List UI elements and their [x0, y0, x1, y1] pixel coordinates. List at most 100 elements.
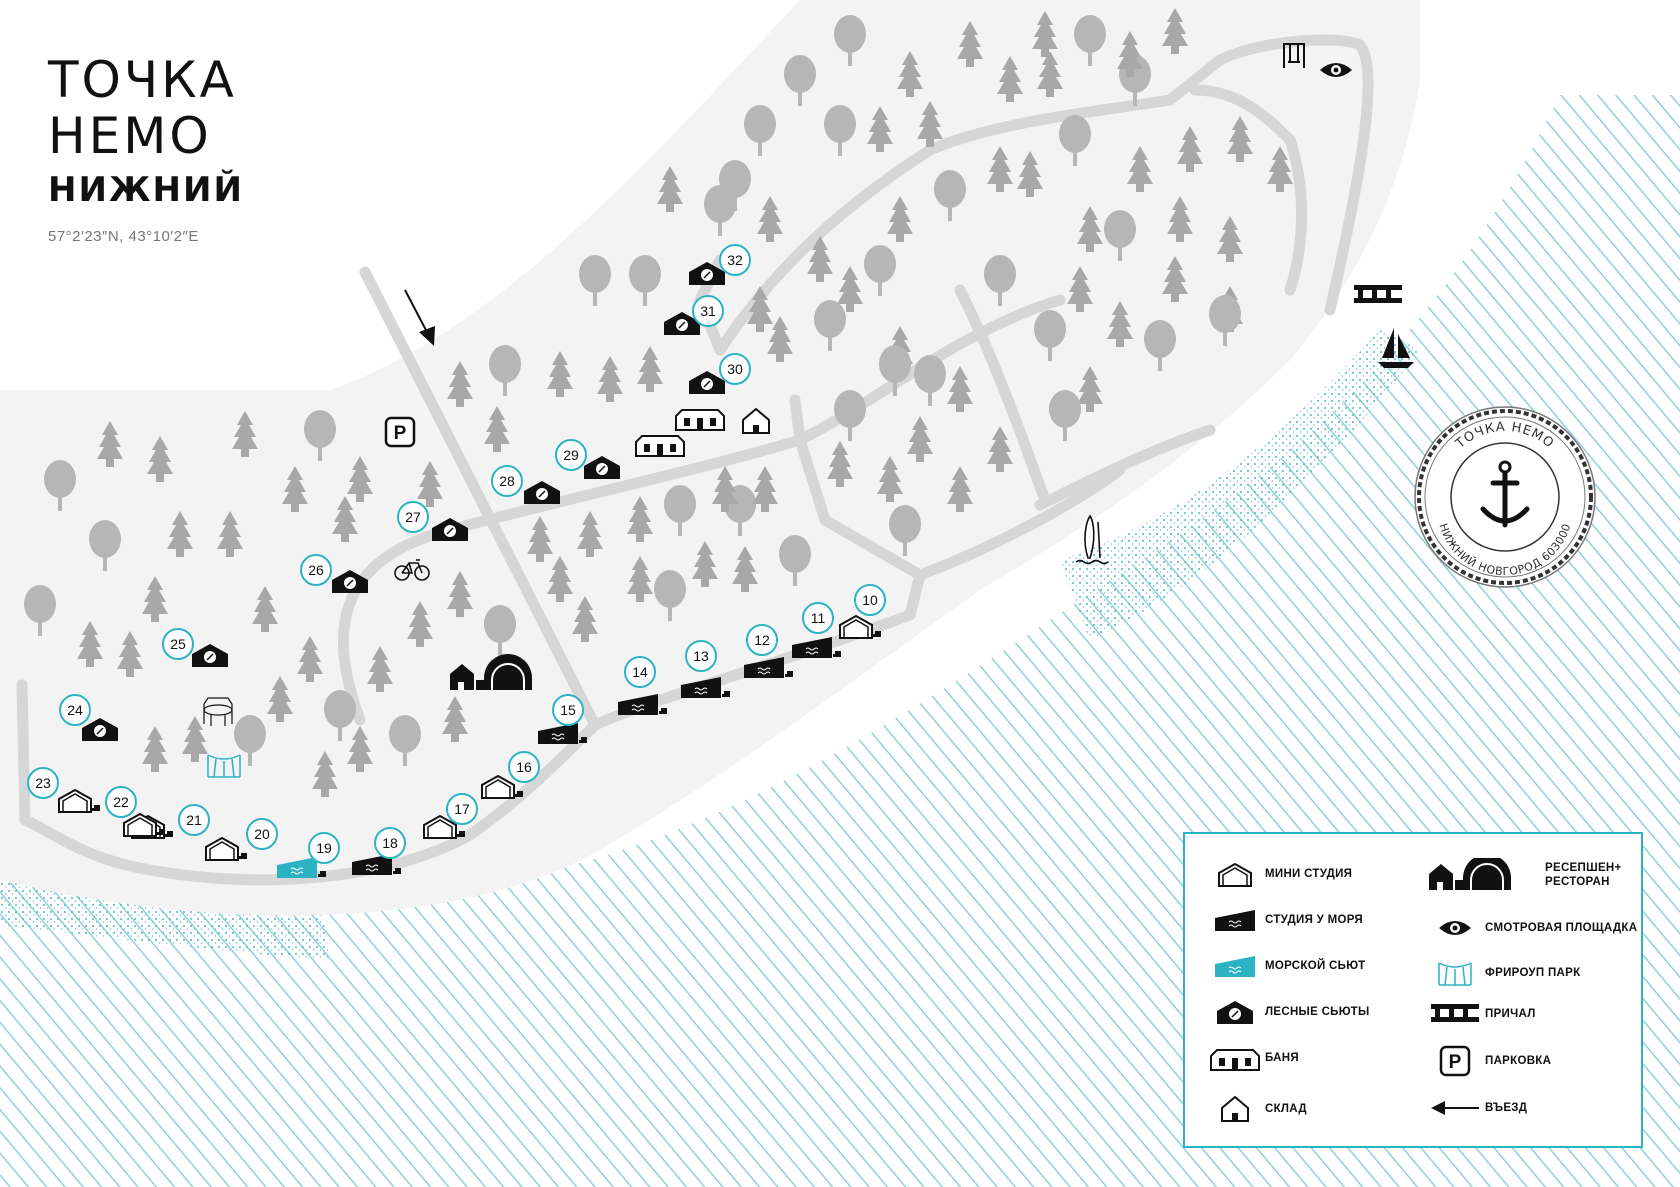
cabin-16[interactable]: 16: [481, 751, 540, 799]
cabin-number: 27: [405, 509, 421, 525]
reception-icon: [1429, 858, 1511, 890]
cabin-26[interactable]: 26: [300, 554, 369, 594]
legend-item-sauna: БАНЯ: [1205, 1044, 1299, 1072]
cabin-15[interactable]: 15: [537, 694, 587, 745]
sauna-building[interactable]: [675, 409, 725, 431]
legend-item-mini-studio: МИНИ СТУДИЯ: [1205, 860, 1352, 888]
parking-icon[interactable]: P: [384, 416, 416, 448]
cabin-number-badge: [246, 818, 278, 850]
sailboat-icon[interactable]: [1378, 328, 1414, 368]
legend-label: МИНИ СТУДИЯ: [1265, 868, 1353, 880]
trampoline-icon[interactable]: [203, 697, 233, 726]
cabin-number-badge: [105, 786, 137, 818]
cabin-number-badge: [719, 353, 751, 385]
cabin-number: 10: [862, 592, 878, 608]
cabin-number: 23: [35, 775, 51, 791]
logo-line-3: НИЖНИЙ: [48, 170, 244, 210]
cabin-number-badge: [692, 295, 724, 327]
cabin-18[interactable]: 18: [351, 827, 406, 876]
cabin-number-badge: [446, 793, 478, 825]
cabin-32[interactable]: 32: [688, 244, 751, 286]
legend-label: СКЛАД: [1265, 1103, 1307, 1115]
legend-item-reception: РЕСЕПШЕН+ РЕСТОРАН: [1425, 858, 1622, 892]
cabin-number: 12: [754, 632, 770, 648]
cabin-20[interactable]: 20: [205, 818, 278, 861]
swing-icon[interactable]: [1283, 43, 1305, 68]
pier-icon[interactable]: [1354, 285, 1402, 303]
legend-item-sea-studio: СТУДИЯ У МОРЯ: [1205, 906, 1363, 934]
cabin-17[interactable]: 17: [423, 793, 478, 839]
cabin-28[interactable]: 28: [491, 465, 561, 505]
sea-studio-icon: [1214, 909, 1256, 932]
cabin-number-badge: [802, 602, 834, 634]
cabin-number-badge: [178, 804, 210, 836]
sauna-icon: [1210, 1049, 1260, 1071]
legend-item-sea-suite: МОРСКОЙ СЬЮТ: [1205, 952, 1365, 980]
cabin-11[interactable]: 11: [791, 602, 841, 659]
freerope-park-icon[interactable]: [207, 754, 241, 778]
cabin-number: 13: [693, 648, 709, 664]
freerope-icon: [1438, 962, 1472, 986]
cabin-27[interactable]: 27: [397, 501, 469, 542]
cabin-number: 21: [186, 812, 202, 828]
logo-line-2: НЕМО: [48, 107, 212, 165]
legend-item-storage: СКЛАД: [1205, 1094, 1307, 1124]
legend-item-parking: P ПАРКОВКА: [1425, 1044, 1551, 1078]
viewpoint-icon: [1439, 921, 1471, 935]
legend-label: СТУДИЯ У МОРЯ: [1265, 914, 1363, 926]
cabin-number-badge: [397, 501, 429, 533]
storage-icon: [1221, 1095, 1249, 1122]
cabin-14[interactable]: 14: [617, 656, 667, 716]
eye-icon[interactable]: [1320, 63, 1352, 77]
coordinates: 57°2′23″N, 43°10′2″E: [48, 228, 199, 245]
cabin-number: 19: [316, 840, 332, 856]
cabin-number: 16: [516, 759, 532, 775]
cabin-number-badge: [374, 827, 406, 859]
cabin-number: 17: [454, 801, 470, 817]
cabin-number-badge: [308, 832, 340, 864]
forest-suite-icon: [1216, 1000, 1254, 1025]
cabin-29[interactable]: 29: [555, 439, 621, 480]
cabin-number: 29: [563, 447, 579, 463]
parking-legend-icon: P: [1439, 1045, 1471, 1077]
cabin-number: 20: [254, 826, 270, 842]
cabin-number-badge: [746, 624, 778, 656]
legend-item-freerope: ФРИРОУП ПАРК: [1425, 958, 1580, 988]
cabin-number: 15: [560, 702, 576, 718]
cabin-number-badge: [685, 640, 717, 672]
entrance-arrow-icon: [404, 289, 435, 346]
cabin-number: 31: [700, 303, 716, 319]
cabin-number-badge: [854, 584, 886, 616]
cabin-number-badge: [59, 694, 91, 726]
bicycle-icon[interactable]: [394, 559, 430, 581]
cabin-number-badge: [552, 694, 584, 726]
reception-restaurant[interactable]: [450, 654, 532, 690]
cabin-number: 32: [727, 252, 743, 268]
cabin-30[interactable]: 30: [688, 353, 751, 395]
cabin-23[interactable]: 23: [27, 767, 100, 813]
cabins: 10 11 12 13 14 15 16 17 18 19 20 21 22 23 24 25 26 27 2829…: [27, 244, 886, 879]
cabin-10[interactable]: 10: [839, 584, 886, 639]
cabin-19[interactable]: 19: [276, 832, 340, 879]
legend-label: РЕСЕПШЕН+ РЕСТОРАН: [1545, 862, 1622, 888]
cabin-31[interactable]: 31: [663, 295, 724, 336]
cabin-13[interactable]: 13: [680, 640, 730, 699]
legend-label: ФРИРОУП ПАРК: [1485, 967, 1581, 979]
legend-item-viewpoint: СМОТРОВАЯ ПЛОЩАДКА: [1425, 916, 1637, 940]
cabin-24[interactable]: 24: [59, 694, 119, 742]
cabin-22[interactable]: 22: [105, 786, 165, 837]
anchor-seal: ТОЧКА НЕМО НИЖНИЙ НОВГОРОД 603000: [1414, 406, 1596, 588]
cabin-21[interactable]: 21: [131, 804, 210, 839]
pier-legend-icon: [1431, 1004, 1479, 1022]
surfboard-icon[interactable]: [1075, 514, 1109, 565]
cabin-number-badge: [162, 628, 194, 660]
sauna-building[interactable]: [635, 435, 685, 457]
cabin-25[interactable]: 25: [162, 628, 229, 668]
legend-item-pier: ПРИЧАЛ: [1425, 1002, 1536, 1026]
storage-building[interactable]: [742, 407, 770, 434]
cabin-number: 18: [382, 835, 398, 851]
legend-label: БАНЯ: [1265, 1052, 1299, 1064]
cabin-12[interactable]: 12: [743, 624, 793, 679]
legend-label: ВЪЕЗД: [1485, 1102, 1528, 1114]
map-legend: МИНИ СТУДИЯ СТУДИЯ У МОРЯ МОРСКОЙ СЬЮТ Л…: [1183, 832, 1643, 1148]
